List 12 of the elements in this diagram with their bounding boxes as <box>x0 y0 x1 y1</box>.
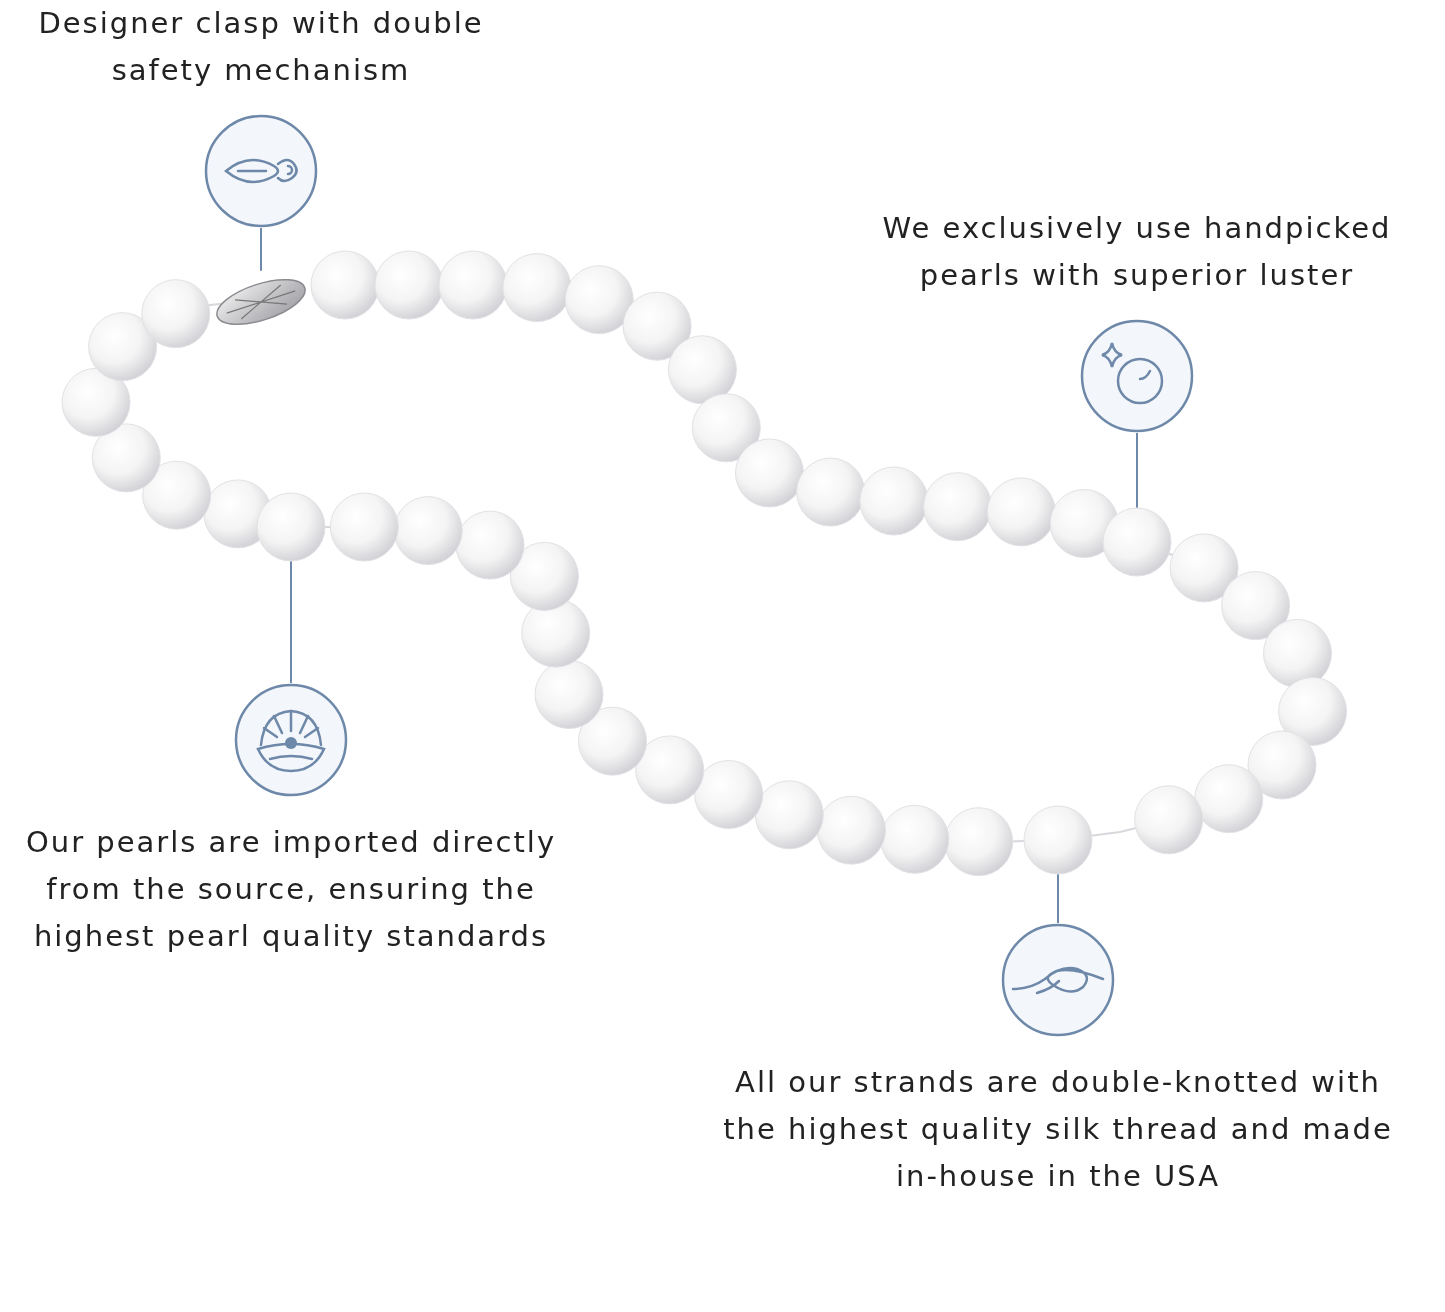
leader-line <box>1057 873 1059 924</box>
callout-text: Designer clasp with double safety mechanism <box>37 5 485 89</box>
callout-text: All our strands are double-knotted with the highest quality silk thread and made in-house in the USA <box>722 1064 1394 1195</box>
pearl <box>1023 805 1093 875</box>
clasp <box>216 279 306 325</box>
callout-text: Our pearls are imported directly from the source, ensuring the highest pearl quality standards <box>24 824 558 955</box>
callout-text: We exclusively use handpicked pearls with superior luster <box>881 210 1393 294</box>
pearl <box>256 492 326 562</box>
leader-line <box>1136 432 1138 509</box>
pearl <box>1102 507 1172 577</box>
leader-line <box>260 227 262 272</box>
leader-line <box>290 560 292 684</box>
